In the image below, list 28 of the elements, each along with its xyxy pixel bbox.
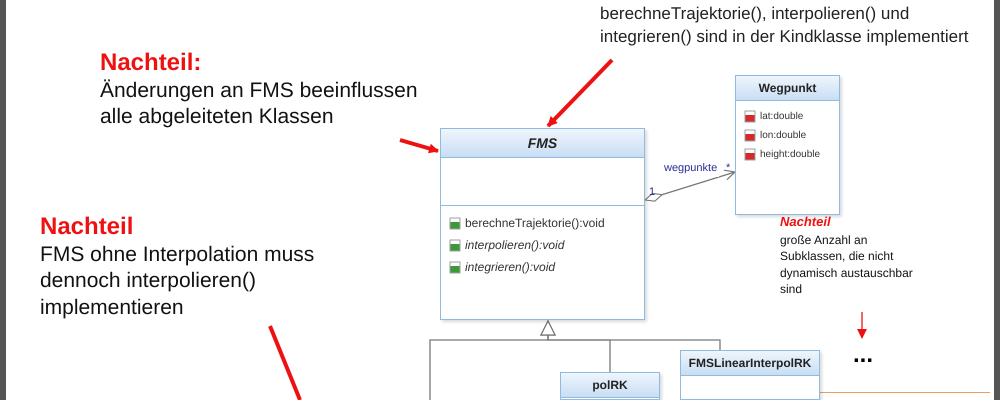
ellipsis-text: ... xyxy=(852,340,873,370)
multiplicity-label: * xyxy=(726,161,730,176)
attribute: lat:double xyxy=(760,110,804,124)
attribute: lon:double xyxy=(760,129,806,143)
note-text: Änderungen an FMS beeinflussen alle abgeleiteten Klassen xyxy=(100,78,419,130)
class-box xyxy=(440,128,645,320)
class-name: polRK xyxy=(561,373,659,398)
note-text: große Anzahl an Subklassen, die nicht dynamisch austauschbar sind xyxy=(780,232,914,298)
attribute: height:double xyxy=(760,148,820,162)
note-text: FMS ohne Interpolation muss dennoch interpolieren() implementieren xyxy=(40,242,316,320)
pointer-arrow xyxy=(644,170,736,202)
class-name: Wegpunkt xyxy=(736,76,839,101)
pointer-arrow xyxy=(546,58,614,128)
method-signature: integrieren():void xyxy=(465,259,556,276)
pointer-arrow xyxy=(429,320,556,400)
note-heading: Nachteil xyxy=(780,213,832,231)
class-box xyxy=(680,350,820,400)
pointer-arrow xyxy=(857,312,867,339)
class-name: FMSLinearInterpolRK xyxy=(681,351,819,376)
class-box xyxy=(735,75,840,215)
method-signature: berechneTrajektorie():void xyxy=(465,215,605,232)
note-heading: Nachteil xyxy=(40,212,134,242)
class-name: FMS xyxy=(441,129,644,158)
pointer-arrow xyxy=(399,138,439,154)
note-text: berechneTrajektorie(), interpolieren() und integrieren() sind in der Kindklasse implementiert xyxy=(600,3,970,48)
note-heading: Nachteil: xyxy=(100,48,202,78)
method-signature: interpolieren():void xyxy=(465,237,564,254)
edge-label: wegpunkte xyxy=(662,160,720,176)
